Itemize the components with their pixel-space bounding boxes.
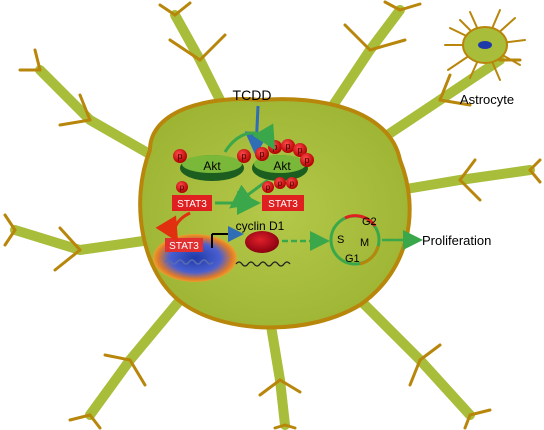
- phase-g2: G2: [362, 216, 377, 228]
- svg-text:p: p: [278, 179, 283, 188]
- stat3-nuclear-label: STAT3: [169, 241, 199, 252]
- dna-strand: [164, 259, 214, 265]
- mrna-squiggle: [235, 261, 291, 267]
- promoter-arrow: [211, 226, 291, 267]
- phospho-label: p: [177, 151, 182, 161]
- akt-inactive-label: Akt: [203, 159, 221, 173]
- svg-text:p: p: [290, 179, 295, 188]
- phase-g1: G1: [345, 253, 360, 265]
- stat3-inactive-label: STAT3: [177, 199, 207, 210]
- phase-s: S: [337, 234, 344, 246]
- akt-inactive: Akt p p: [173, 149, 251, 181]
- cell-cycle: G2 S M G1: [329, 214, 381, 266]
- astrocyte-cell: [3, 0, 542, 430]
- stat3-inactive: STAT3 p: [172, 181, 212, 211]
- cyclin-d1-protein: [245, 231, 279, 253]
- svg-text:p: p: [297, 145, 302, 155]
- tcdd-arrow: [244, 105, 269, 156]
- astrocyte-inset: Astrocyte: [444, 9, 526, 107]
- phase-m: M: [360, 237, 369, 249]
- cyclin-label: cyclin D1: [236, 219, 285, 233]
- phospho-dot: [176, 181, 188, 193]
- svg-text:p: p: [259, 149, 264, 159]
- nucleus: STAT3: [153, 234, 237, 282]
- svg-text:p: p: [272, 142, 277, 152]
- proliferation-label: Proliferation: [422, 233, 491, 248]
- svg-text:p: p: [266, 183, 271, 192]
- phospho-dot: [173, 149, 187, 163]
- akt-active-label: Akt: [273, 159, 291, 173]
- akt-activation-arrow: [223, 123, 276, 153]
- phospho-dot: [237, 149, 251, 163]
- inset-caption: Astrocyte: [460, 92, 514, 107]
- phospho-label: p: [241, 151, 246, 161]
- tcdd-label: TCDD: [233, 87, 272, 103]
- svg-text:p: p: [285, 141, 290, 151]
- svg-text:p: p: [304, 155, 309, 165]
- stat3-active-label: STAT3: [268, 199, 298, 210]
- svg-text:p: p: [180, 183, 185, 192]
- stat3-active: STAT3 p p p: [262, 177, 304, 211]
- stat3-nuclear-translocation-arrow: [155, 211, 191, 243]
